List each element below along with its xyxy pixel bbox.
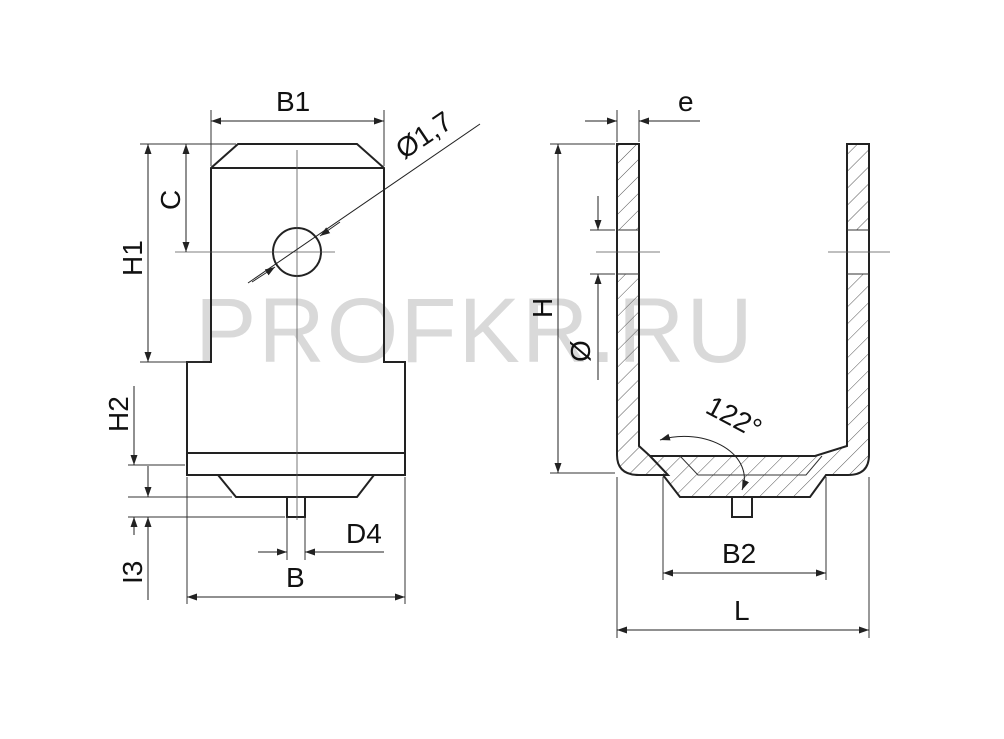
label-d4: D4 (346, 518, 382, 549)
front-body-outline (186, 143, 406, 476)
bottom-bump (217, 474, 375, 498)
label-b: B (286, 562, 305, 593)
watermark-text: PROFKR.RU (195, 280, 755, 382)
label-h1: H1 (117, 240, 148, 276)
section-pin (731, 496, 753, 518)
label-h2: H2 (103, 396, 134, 432)
front-view: B1 Ø1,7 C H1 H2 I3 D4 (103, 86, 481, 604)
label-diameter: Ø (565, 340, 596, 362)
label-l: L (734, 595, 750, 626)
hole-leader (247, 123, 481, 284)
pin (286, 496, 306, 518)
dim-angle (659, 433, 750, 491)
section-view: e H Ø 122° B2 L (527, 86, 890, 638)
label-angle: 122° (701, 390, 767, 445)
label-b2: B2 (722, 538, 756, 569)
label-h: H (527, 298, 558, 318)
label-i3: I3 (117, 561, 148, 584)
label-b1: B1 (276, 86, 310, 117)
label-c: C (155, 190, 186, 210)
label-e: e (678, 86, 694, 117)
label-hole-diameter: Ø1,7 (390, 105, 458, 165)
u-section (616, 143, 870, 498)
